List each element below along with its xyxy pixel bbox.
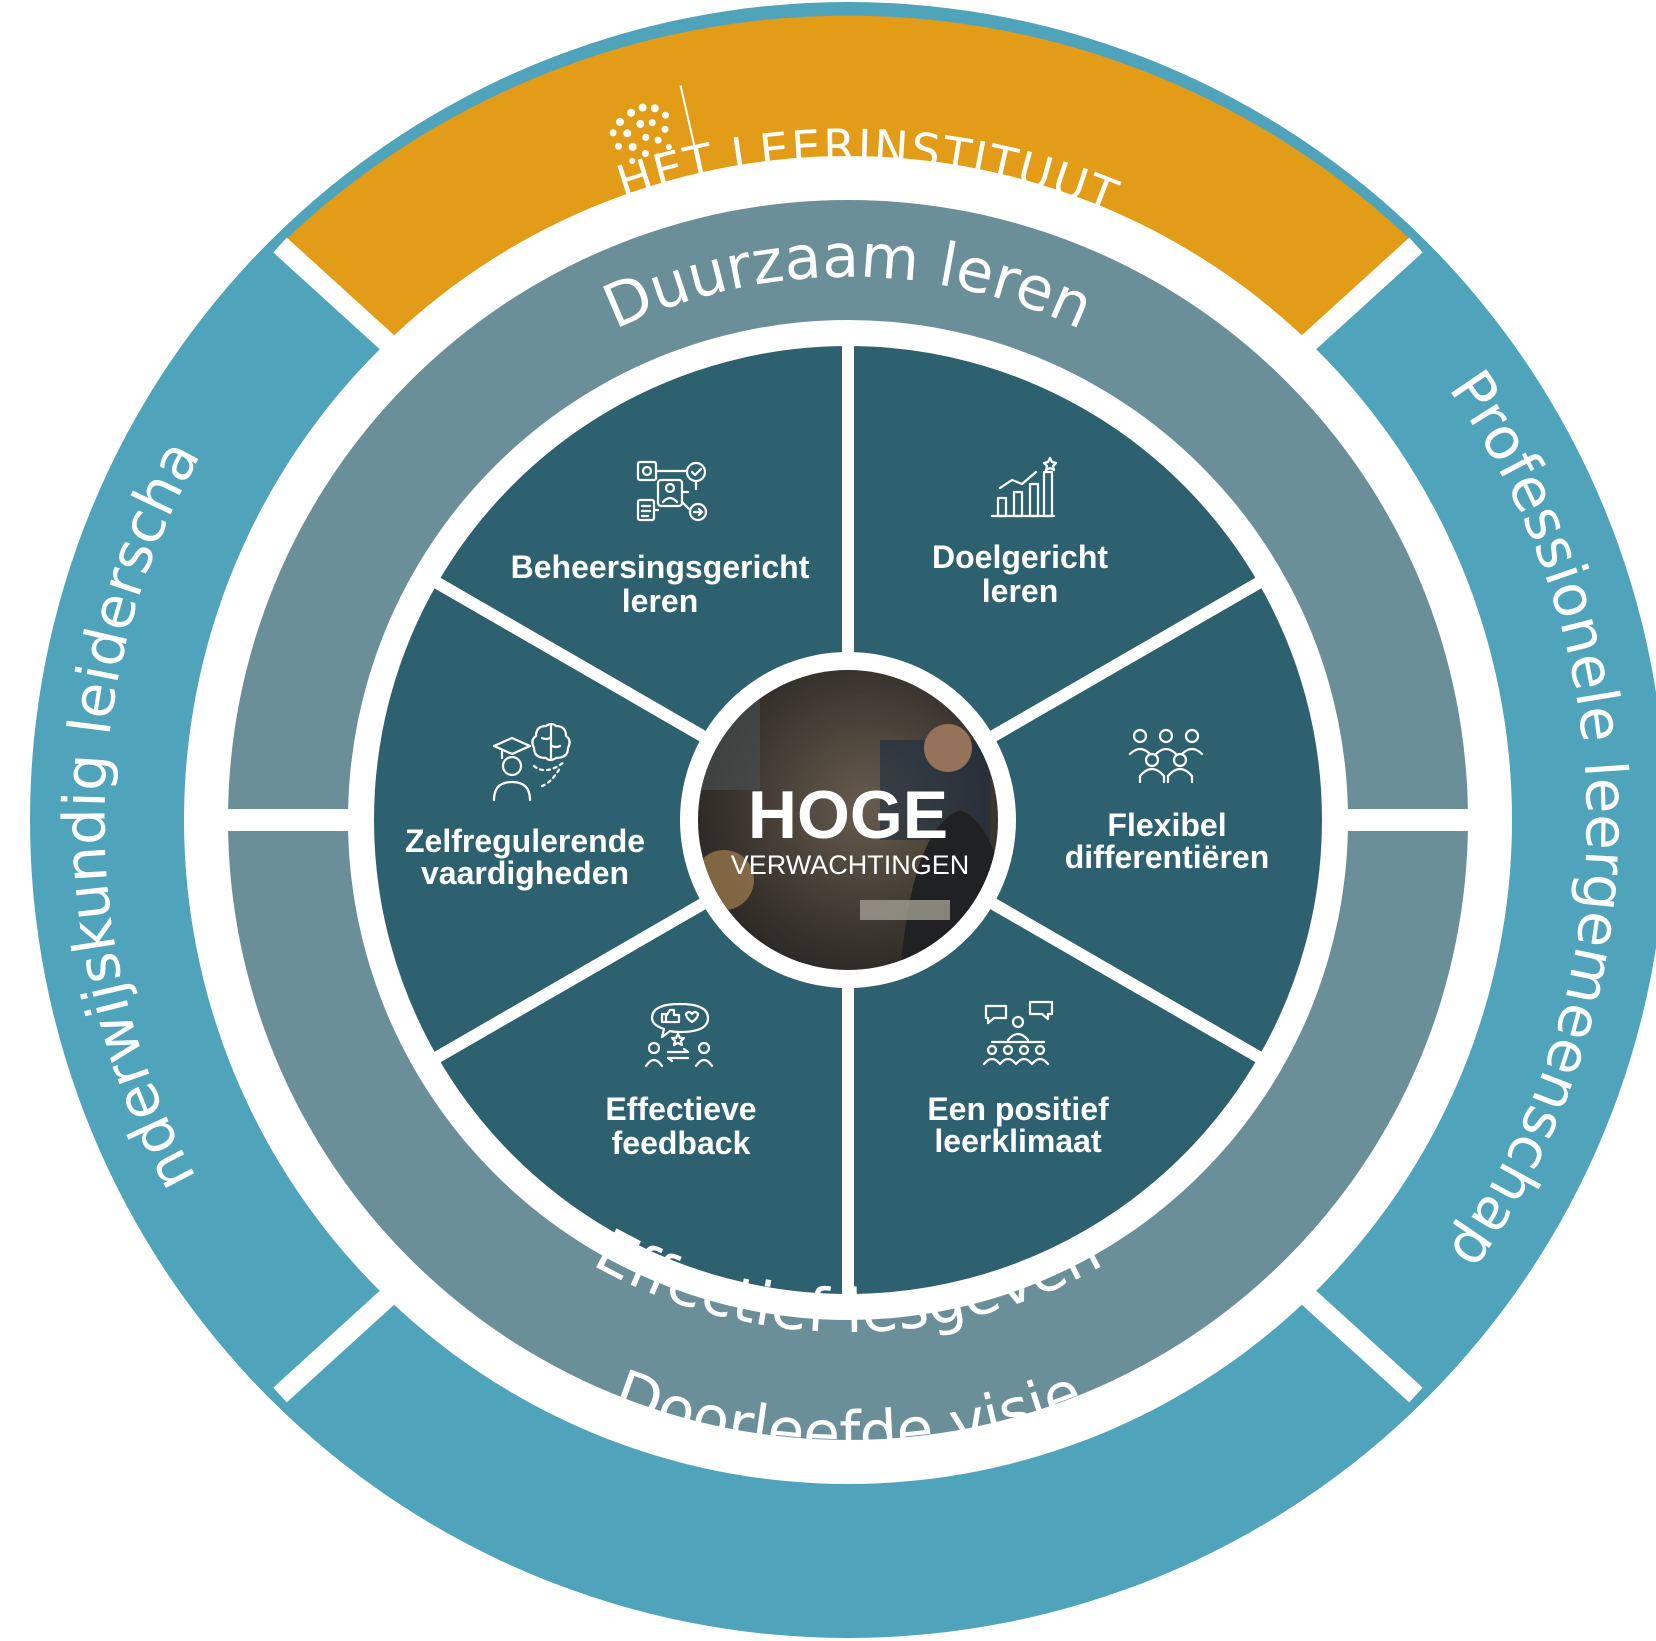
growth-chart-icon xyxy=(990,456,1058,518)
svg-text:leren: leren xyxy=(982,573,1058,609)
svg-text:differentiëren: differentiëren xyxy=(1065,839,1269,875)
teacher-classroom-photo xyxy=(698,670,998,970)
center-subtitle: VERWACHTINGEN xyxy=(731,850,970,880)
svg-text:feedback: feedback xyxy=(612,1125,751,1161)
svg-text:Doelgericht: Doelgericht xyxy=(932,539,1108,575)
segment-label-3: Een positief leerklimaat xyxy=(927,1091,1109,1159)
top-band xyxy=(280,15,1416,345)
segment-label-2: Flexibel differentiëren xyxy=(1065,807,1269,875)
svg-text:Beheersingsgericht: Beheersingsgericht xyxy=(511,549,810,585)
feedback-exchange-icon xyxy=(644,1002,714,1068)
student-brain-icon xyxy=(492,722,571,802)
center-title: HOGE xyxy=(748,777,948,853)
segment-label-0: Beheersingsgericht leren xyxy=(511,549,810,619)
svg-text:Een positief: Een positief xyxy=(927,1091,1109,1127)
segment-label-1: Doelgericht leren xyxy=(932,539,1108,609)
svg-text:Zelfregulerende: Zelfregulerende xyxy=(405,823,645,859)
outer-ring-separators xyxy=(273,237,1423,1403)
svg-text:leren: leren xyxy=(622,583,698,619)
svg-text:Effectieve: Effectieve xyxy=(605,1091,756,1127)
svg-text:leerklimaat: leerklimaat xyxy=(934,1123,1102,1159)
segment-label-4: Effectieve feedback xyxy=(605,1091,756,1161)
segment-label-5: Zelfregulerende vaardigheden xyxy=(405,823,645,891)
workflow-icon xyxy=(636,460,708,522)
classroom-discussion-icon xyxy=(982,1000,1054,1066)
group-people-icon xyxy=(1128,728,1204,784)
svg-text:Flexibel: Flexibel xyxy=(1107,807,1226,843)
svg-text:vaardigheden: vaardigheden xyxy=(421,855,629,891)
brand-logo xyxy=(609,85,697,164)
